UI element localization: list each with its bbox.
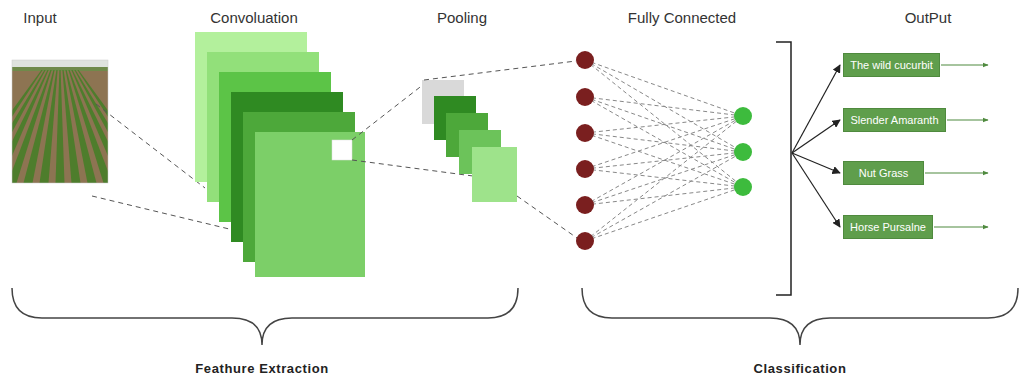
weight-line [585,97,743,187]
weight-line [585,133,743,152]
tail-arrow [947,119,988,120]
class-box: The wild cucurbit [843,53,940,77]
class-label: The wild cucurbit [850,59,933,71]
leader-line [424,61,576,80]
leader-line [352,160,473,176]
field-photo [12,60,108,183]
pooled-map [472,147,517,202]
input-neuron [576,88,594,106]
group-caption: Feathure Extraction [195,361,328,376]
feature-map [255,132,365,277]
class-box: Nut Grass [843,161,924,185]
class-box: Horse Pursalne [843,215,933,239]
output-neuron [734,143,752,161]
input-neuron [576,51,594,69]
crop-row [56,70,65,183]
weight-line [585,60,743,152]
leader-line [96,104,205,188]
weight-line [585,116,743,241]
output-arrow [792,120,840,153]
crop-row [77,70,108,183]
curly-brace [12,288,518,345]
kernel-window [332,140,352,160]
weight-line [585,187,743,205]
weight-line [585,187,743,241]
class-label: Horse Pursalne [850,221,926,233]
tail-arrow [925,172,988,173]
curly-brace [582,288,1018,345]
tail-arrow [934,226,988,227]
crop-row [68,70,108,183]
leader-line [517,196,577,238]
stage-heading: Input [23,9,56,26]
weight-line [585,116,743,133]
stage-heading: Fully Connected [628,9,736,26]
input-neuron [576,124,594,142]
output-neuron [734,107,752,125]
weight-line [585,116,743,205]
photo-frame [12,60,108,183]
weight-line [585,60,743,116]
weight-line [585,97,743,152]
group-caption: Classification [754,361,847,376]
crop-row [74,70,108,183]
input-neuron [576,160,594,178]
stage-heading: Convoluation [210,9,298,26]
output-arrow [792,65,840,153]
bracket [776,42,791,295]
stage-heading: Pooling [437,9,487,26]
input-neuron [576,196,594,214]
weight-line [585,60,743,187]
output-arrow [792,153,840,227]
crop-row [40,70,58,183]
weight-line [585,152,743,169]
input-neuron [576,232,594,250]
tail-arrow [941,64,988,65]
class-box: Slender Amaranth [843,108,946,132]
weight-line [585,152,743,241]
output-neuron [734,178,752,196]
class-label: Slender Amaranth [850,114,938,126]
stage-heading: OutPut [905,9,952,26]
class-label: Nut Grass [859,167,909,179]
leader-line [352,84,424,140]
weight-line [585,97,743,116]
weight-line [585,116,743,169]
